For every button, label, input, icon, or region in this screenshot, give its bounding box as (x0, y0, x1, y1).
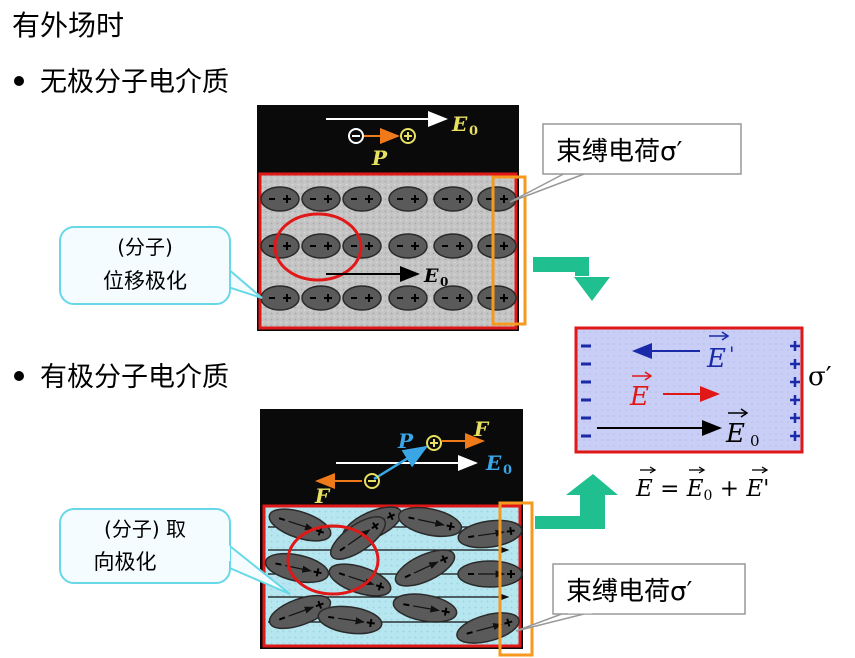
dipole-label: P (371, 146, 388, 170)
bullet-dot-icon (14, 370, 24, 381)
bullet-polar: 有极分子电介质 (14, 355, 229, 394)
bound-charge-highlight (498, 501, 534, 657)
nonpolar-molecule (388, 233, 428, 259)
highlight-circle (273, 212, 363, 282)
total-field-label: E (629, 382, 649, 412)
nonpolar-molecule (477, 285, 517, 311)
inner-field-label: E (423, 265, 439, 287)
force-label-left: F (314, 484, 331, 508)
positive-surface-charges (790, 341, 800, 441)
polarization-field-prime: ' (729, 342, 735, 366)
polar-molecule (317, 605, 383, 635)
nonpolar-molecule (301, 285, 341, 311)
polar-molecule (456, 612, 520, 644)
positive-charge-icon (426, 435, 442, 451)
negative-surface-charges (581, 344, 591, 438)
bullet-nonpolar: 无极分子电介质 (14, 60, 229, 99)
polar-molecule (264, 552, 330, 584)
external-field-result-subscript: 0 (750, 432, 760, 450)
nonpolar-molecule (433, 186, 473, 212)
orientation-line2: 向极化 (94, 550, 157, 574)
page-heading: 有外场时 (12, 9, 125, 42)
green-arrow-top (533, 257, 610, 301)
displacement-line2: 位移极化 (103, 269, 187, 293)
nonpolar-molecule (433, 233, 473, 259)
polar-molecule (392, 593, 458, 623)
bullet-dot-icon (14, 75, 24, 86)
nonpolar-molecule (388, 186, 428, 212)
dipole-arrow (373, 445, 429, 481)
polar-molecule (328, 563, 392, 597)
polar-molecule (397, 506, 463, 538)
nonpolar-molecule (477, 186, 517, 212)
polar-molecule (394, 549, 456, 587)
negative-charge-icon (364, 473, 380, 489)
external-field-subscript: 0 (469, 124, 478, 139)
bound-charge-text-bottom: 束缚电荷σ′ (566, 577, 692, 607)
result-field-box: E ' E E 0 σ′ (574, 326, 832, 454)
bound-charge-highlight (491, 175, 527, 326)
nonpolar-molecule (301, 233, 341, 259)
displacement-line1: (分子) (117, 235, 173, 259)
polar-molecule (457, 560, 523, 588)
nonpolar-molecule (260, 285, 300, 311)
external-field-label: E (485, 451, 502, 475)
molecule-grid (260, 186, 517, 311)
callout-bound-charge-bottom: 束缚电荷σ′ (515, 563, 746, 632)
polar-label: 有极分子电介质 (40, 362, 229, 393)
callout-bound-charge-top: 束缚电荷σ′ (509, 123, 742, 203)
negative-charge-icon (348, 128, 364, 144)
green-arrow-bottom (535, 474, 618, 529)
nonpolar-molecule (260, 233, 300, 259)
field-equation: E = E0 + E' (635, 466, 769, 504)
callout-displacement: (分子) 位移极化 (59, 226, 263, 305)
nonpolar-molecule (260, 186, 300, 212)
orientation-line1: (分子) 取 (104, 517, 186, 541)
nonpolar-panel: E 0 P E 0 (257, 105, 527, 331)
dipole-label: P (397, 429, 414, 453)
nonpolar-label: 无极分子电介质 (40, 67, 229, 98)
external-field-subscript: 0 (503, 463, 512, 478)
equation-text: E = E0 + E' (635, 476, 769, 504)
positive-charge-icon (400, 128, 416, 144)
callout-orientation: (分子) 取 向极化 (59, 508, 291, 595)
nonpolar-molecule (301, 186, 341, 212)
nonpolar-molecule (388, 285, 428, 311)
nonpolar-molecule (433, 285, 473, 311)
polar-panel: E 0 F F P (260, 409, 534, 657)
sigma-label: σ′ (808, 362, 832, 392)
result-slab (574, 326, 804, 454)
polarization-field-label: E (706, 344, 726, 374)
nonpolar-molecule (342, 186, 382, 212)
inner-field-subscript: 0 (440, 275, 448, 289)
polar-molecule (268, 508, 332, 542)
nonpolar-molecule (342, 285, 382, 311)
external-field-label: E (451, 112, 468, 136)
highlight-circle (286, 524, 380, 596)
external-field-result-label: E (725, 419, 745, 449)
nonpolar-molecule (477, 233, 517, 259)
oriented-molecules (264, 506, 523, 644)
bound-charge-text-top: 束缚电荷σ′ (556, 137, 682, 167)
polar-molecule (268, 594, 332, 630)
force-label-right: F (473, 417, 490, 441)
